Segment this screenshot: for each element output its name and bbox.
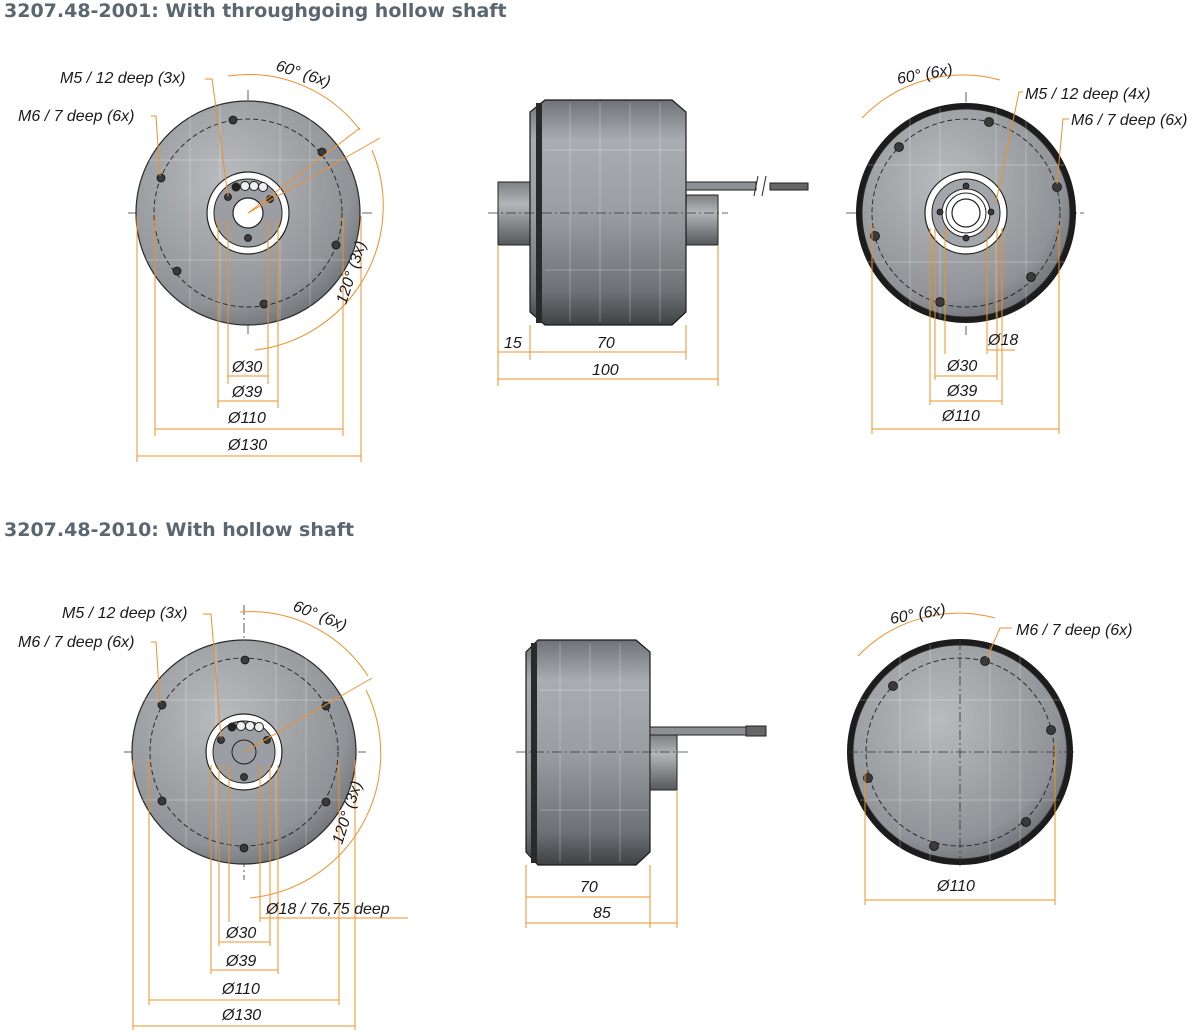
s2-rear-view: 60° (6x) M6 / 7 deep (6x) Ø110 <box>847 601 1133 905</box>
s2-front-dim-130: Ø130 <box>221 1007 261 1024</box>
s2-rear-mount-hole <box>929 841 939 851</box>
s1-side-dimensions <box>497 245 719 386</box>
section-2-title: 3207.48-2010: With hollow shaft <box>4 519 355 541</box>
s1-rear-dim-110: Ø110 <box>941 408 980 425</box>
s2-side-cable-end <box>745 725 767 737</box>
s1-rear-mount-hole <box>1026 272 1036 282</box>
s2-front-mount-hole <box>157 700 167 710</box>
s2-front-mount-hole <box>240 655 250 665</box>
s1-front-dim-30: Ø30 <box>231 359 262 376</box>
s1-front-dim-110: Ø110 <box>227 410 266 427</box>
s2-side-hub-rear <box>649 734 678 791</box>
s2-front-mount-hole <box>321 797 331 807</box>
s1-rear-mount-hole <box>935 297 945 307</box>
s1-front-connector <box>231 181 268 192</box>
s1-rear-dim-30: Ø30 <box>946 358 977 375</box>
s2-front-dim-110: Ø110 <box>221 981 260 998</box>
s1-side-hub-rear <box>681 194 719 246</box>
s2-side-housing <box>525 639 651 866</box>
s1-rear-dim-18: Ø18 <box>987 332 1018 349</box>
s2-front-view: M5 / 12 deep (3x) M6 / 7 deep (6x) 60° (… <box>18 598 408 1030</box>
s1-front-mount-hole <box>317 147 327 157</box>
s2-rear-dimensions <box>864 745 1056 905</box>
s1-front-bolt-circle <box>153 118 343 308</box>
s1-front-mount-hole <box>331 240 341 250</box>
s1-side-view: 15 70 100 <box>488 99 809 386</box>
s2-front-dim-39: Ø39 <box>225 953 256 970</box>
s1-rear-shaft-bore <box>951 198 981 228</box>
s2-side-dimensions <box>525 790 678 928</box>
s1-rear-mount-hole <box>870 231 880 241</box>
s1-front-mount-hole <box>259 299 269 309</box>
s2-rear-dim-110: Ø110 <box>936 878 975 895</box>
s1-rear-callout-m5: M5 / 12 deep (4x) <box>1025 86 1150 103</box>
s1-side-dim-15: 15 <box>504 335 522 352</box>
s1-rear-mount-hole <box>894 142 904 152</box>
s1-rear-callout-m6: M6 / 7 deep (6x) <box>1071 112 1188 129</box>
s1-front-dimensions <box>136 216 362 462</box>
s1-side-cable <box>685 181 757 191</box>
s2-front-callout-m5: M5 / 12 deep (3x) <box>62 605 187 622</box>
s2-front-dim-30: Ø30 <box>225 925 256 942</box>
s1-front-dim-130: Ø130 <box>227 437 267 454</box>
s1-front-mount-hole <box>172 266 182 276</box>
s1-front-dim-39: Ø39 <box>231 384 262 401</box>
s2-side-dim-70: 70 <box>580 879 598 896</box>
s2-rear-mount-hole <box>888 681 898 691</box>
section-1-title: 3207.48-2001: With throughgoing hollow s… <box>4 0 507 22</box>
s1-side-housing <box>529 99 687 326</box>
s1-front-view: M5 / 12 deep (3x) M6 / 7 deep (6x) 60° (… <box>18 58 384 462</box>
s1-rear-mount-hole <box>984 117 994 127</box>
s1-rear-dimensions <box>871 225 1060 434</box>
s1-rear-angle-60: 60° (6x) <box>896 61 954 88</box>
s1-rear-angle-arc <box>861 74 1001 119</box>
s1-rear-view: 60° (6x) M5 / 12 deep (4x) M6 / 7 deep (… <box>846 61 1188 434</box>
s2-front-dim-18: Ø18 / 76,75 deep <box>265 901 390 918</box>
s1-front-hub-hole <box>244 234 252 242</box>
s2-rear-angle-60: 60° (6x) <box>889 601 947 628</box>
s1-side-dim-70: 70 <box>597 335 615 352</box>
s1-side-cable-end <box>769 182 809 191</box>
s2-rear-mount-hole <box>1021 817 1031 827</box>
s1-front-mount-hole <box>156 173 166 183</box>
s1-front-angle-arc-60 <box>227 74 361 131</box>
s2-front-callout-m6: M6 / 7 deep (6x) <box>18 634 135 651</box>
s1-front-callout-m6: M6 / 7 deep (6x) <box>18 108 135 125</box>
s2-side-cable <box>649 726 747 736</box>
s2-rear-mount-hole <box>980 656 990 666</box>
s2-front-mount-hole <box>157 796 167 806</box>
s2-front-dimensions <box>132 760 408 1030</box>
s1-front-angle-arc-120 <box>254 149 384 351</box>
s2-front-angle-60: 60° (6x) <box>291 598 349 635</box>
s2-rear-callout-m6: M6 / 7 deep (6x) <box>1016 622 1133 639</box>
s1-front-mount-hole <box>228 115 238 125</box>
s2-rear-mount-hole <box>863 773 873 783</box>
s1-front-callout-m5: M5 / 12 deep (3x) <box>60 70 185 87</box>
s1-side-dim-100: 100 <box>592 362 619 379</box>
s2-front-connector <box>227 721 264 732</box>
s2-side-flange <box>531 643 537 863</box>
s1-rear-dim-39: Ø39 <box>946 383 977 400</box>
s2-side-dim-85: 85 <box>593 905 611 922</box>
s2-front-mount-hole <box>239 843 249 853</box>
s2-side-view: 70 85 <box>516 639 767 928</box>
s2-rear-mount-hole <box>1046 725 1056 735</box>
